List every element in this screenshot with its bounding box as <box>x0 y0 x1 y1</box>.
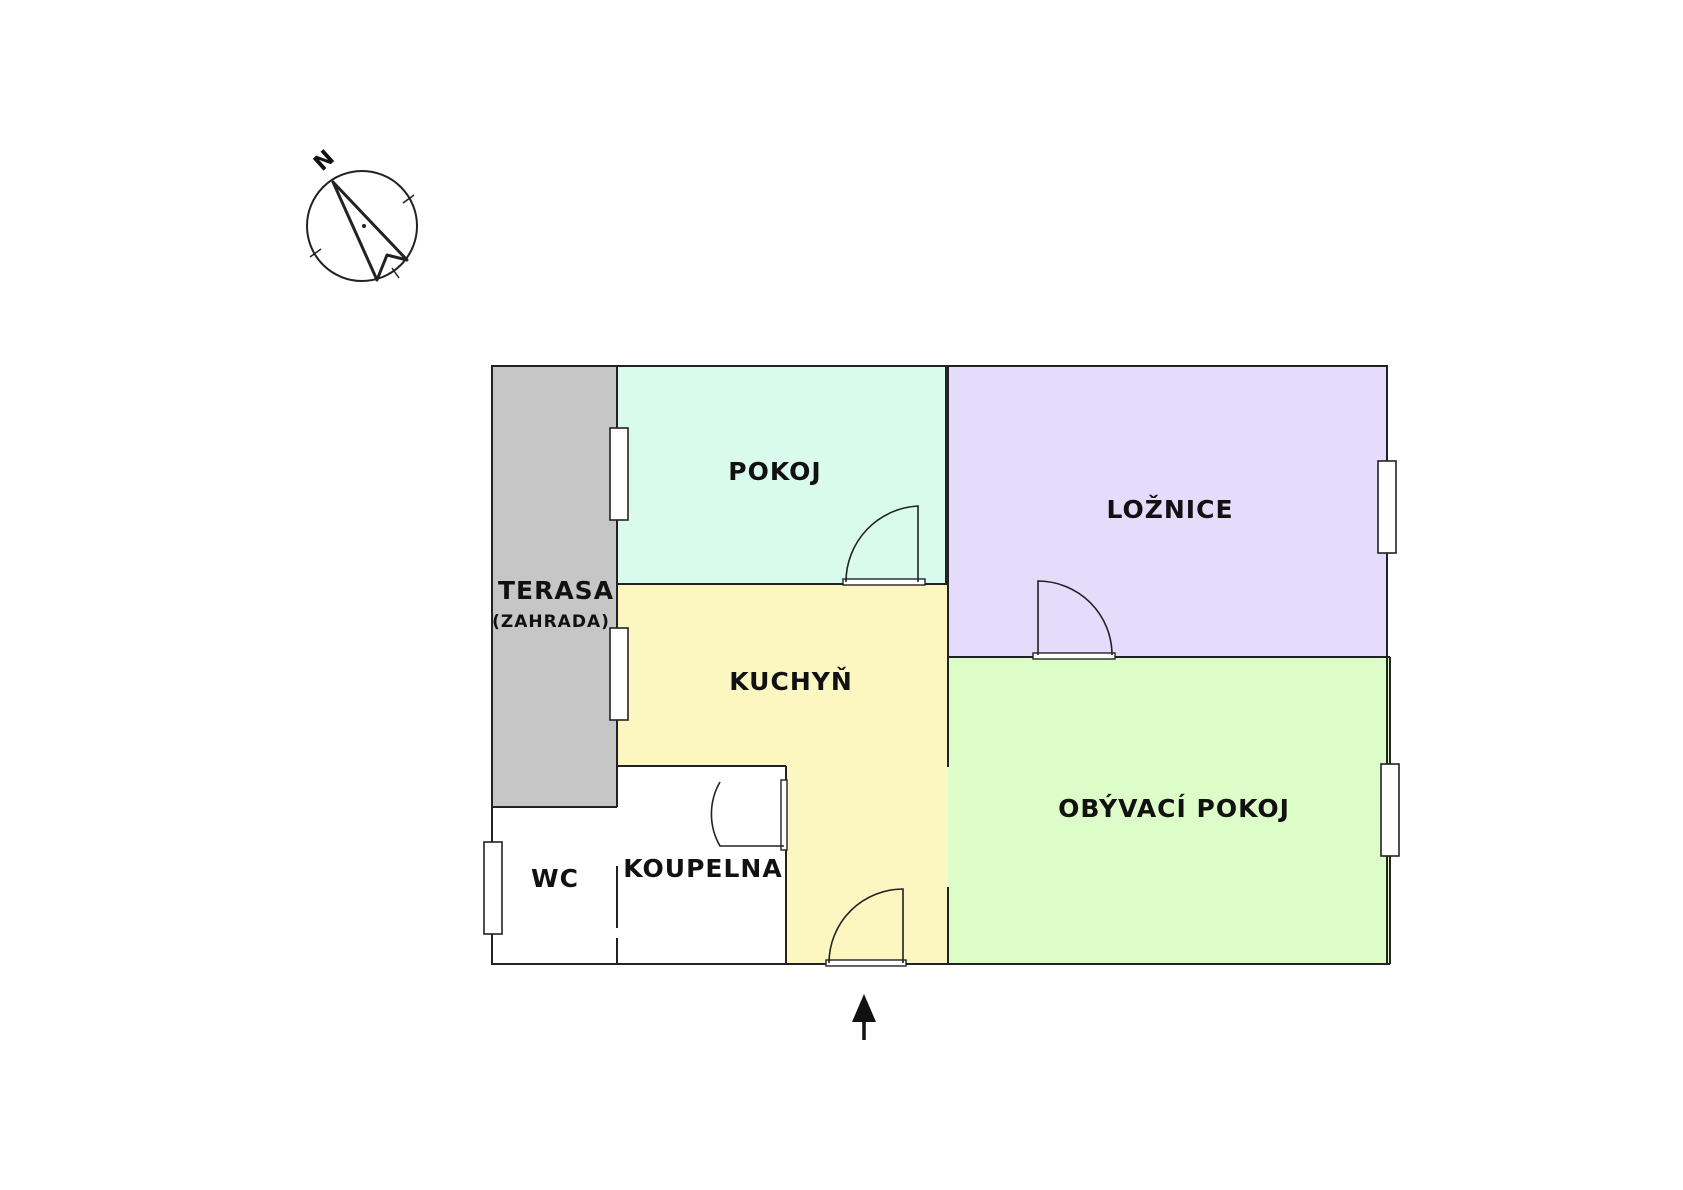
entrance-arrow-head <box>852 994 876 1022</box>
room-kuchyn <box>617 584 948 964</box>
window <box>609 427 629 521</box>
obyvaci-pokoj-label: OBÝVACÍ POKOJ <box>1058 793 1290 823</box>
room-labels: TERASA (ZAHRADA) POKOJ LOŽNICE KUCHYŇ OB… <box>492 457 1290 893</box>
room-terasa <box>492 366 617 807</box>
north-label: N <box>309 146 339 177</box>
compass-tick <box>309 248 322 258</box>
door-swing <box>1037 580 1113 656</box>
terasa-label: TERASA <box>498 576 614 605</box>
door-swing <box>710 781 784 847</box>
kuchyn-label: KUCHYŇ <box>729 667 853 696</box>
compass-tick <box>402 194 415 204</box>
windows <box>483 427 1400 935</box>
window <box>1380 763 1400 857</box>
outer-wall <box>491 365 1388 965</box>
window <box>483 841 503 935</box>
north-arrow-icon <box>331 180 409 282</box>
door-sill <box>1032 652 1116 660</box>
door-sill <box>780 779 788 851</box>
room-obyvaci-pokoj <box>948 657 1390 964</box>
room-wc <box>492 807 617 964</box>
compass: N <box>306 146 418 282</box>
door-swing <box>828 888 904 964</box>
doors <box>710 505 1116 967</box>
compass-tick <box>391 267 400 279</box>
pokoj-label: POKOJ <box>728 457 821 486</box>
window <box>609 627 629 721</box>
compass-center <box>362 224 366 228</box>
window <box>1377 460 1397 554</box>
wc-label: WC <box>531 864 579 893</box>
room-koupelna <box>617 766 786 964</box>
loznice-label: LOŽNICE <box>1106 495 1233 524</box>
entrance-arrow-icon <box>852 994 876 1040</box>
door-sill <box>842 578 926 586</box>
room-loznice <box>948 366 1387 657</box>
door-sill <box>825 959 907 967</box>
room-pokoj <box>617 366 948 584</box>
door-swing <box>845 505 919 583</box>
koupelna-label: KOUPELNA <box>623 854 782 883</box>
terasa-sublabel: (ZAHRADA) <box>492 612 610 632</box>
